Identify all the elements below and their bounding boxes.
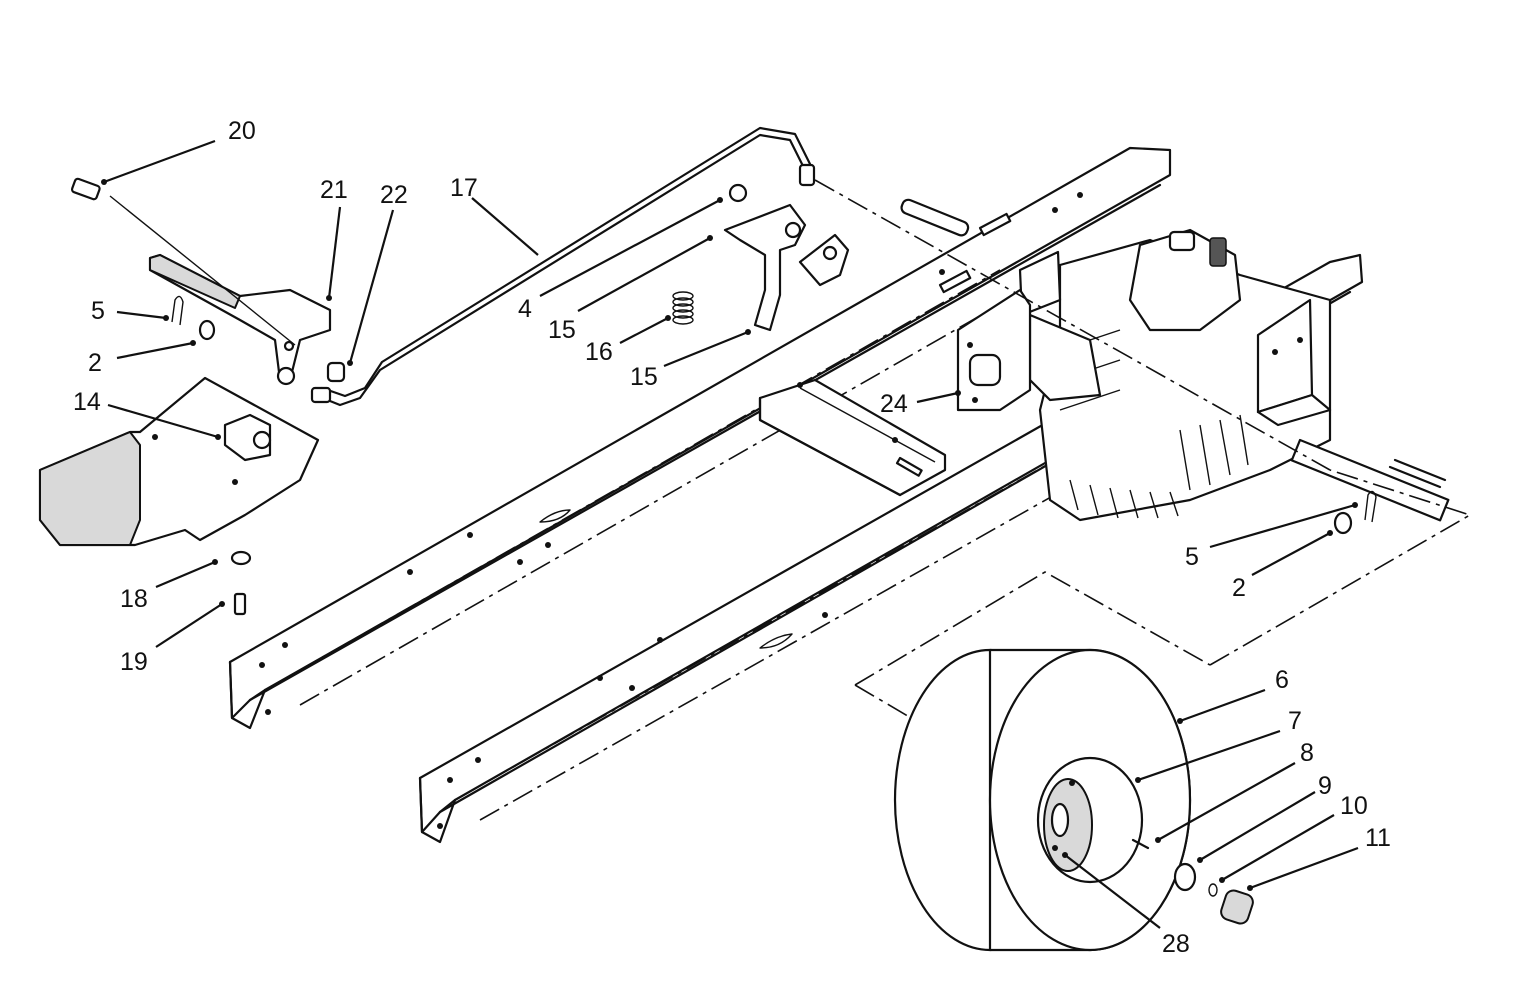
callout-10: 10 [1340, 792, 1368, 820]
callout-4: 4 [518, 295, 532, 323]
callout-14: 14 [73, 388, 101, 416]
callout-11: 11 [1365, 824, 1391, 852]
assembly-lines [814, 179, 1472, 723]
callout-8: 8 [1300, 739, 1314, 767]
callout-17: 17 [450, 174, 478, 202]
transaxle [900, 198, 1450, 522]
callout-28: 28 [1162, 930, 1190, 958]
small-parts [70, 177, 1377, 616]
callout-2-right: 2 [1232, 574, 1246, 602]
callout-labels: 20 21 22 17 5 2 14 4 15 16 15 24 18 19 5… [73, 117, 1391, 958]
callout-6: 6 [1275, 666, 1289, 694]
callout-leaders [101, 139, 1359, 929]
cross-member [758, 378, 947, 497]
callout-24: 24 [880, 390, 908, 418]
callout-15-upper: 15 [548, 316, 576, 344]
callout-15-lower: 15 [630, 363, 658, 391]
callout-7: 7 [1288, 707, 1302, 735]
callout-2-left: 2 [88, 349, 102, 377]
rear-wheel [893, 648, 1254, 952]
callout-20: 20 [228, 117, 256, 145]
shift-rod [310, 126, 816, 407]
spring [672, 291, 694, 325]
callout-5-right: 5 [1185, 543, 1199, 571]
callout-5-left: 5 [91, 297, 105, 325]
callout-21: 21 [320, 176, 348, 204]
callout-22: 22 [380, 181, 408, 209]
left-frame-rail [228, 146, 1172, 730]
shift-lever [148, 253, 332, 386]
fender-pan [38, 376, 320, 547]
leader-dots [101, 179, 1358, 891]
callout-9: 9 [1318, 772, 1332, 800]
callout-19: 19 [120, 648, 148, 676]
callout-18: 18 [120, 585, 148, 613]
callout-16: 16 [585, 338, 613, 366]
